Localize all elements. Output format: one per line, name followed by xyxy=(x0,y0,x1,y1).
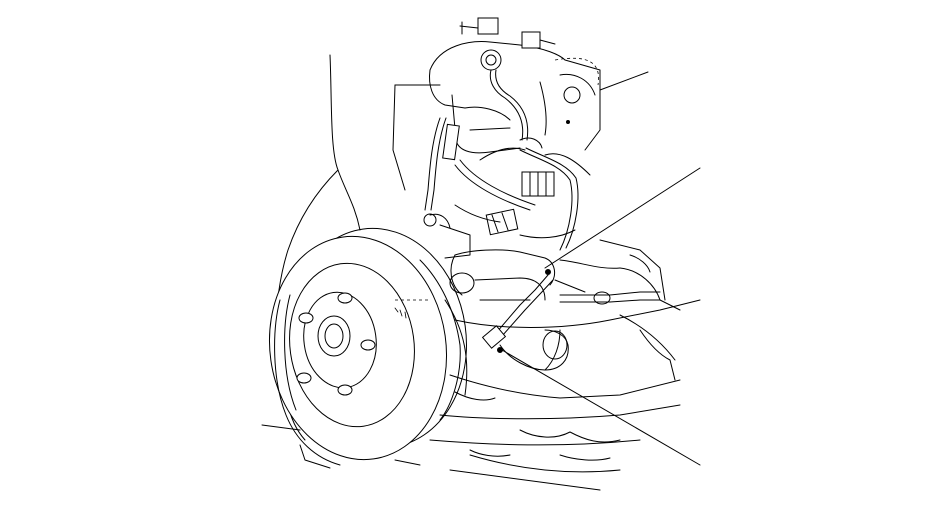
grommet xyxy=(481,50,501,70)
mount-stud-dot xyxy=(567,121,570,124)
sensor-head xyxy=(483,326,506,348)
wheel-studs xyxy=(297,293,375,395)
callout-leader-2 xyxy=(545,168,700,268)
steering-knuckle xyxy=(450,240,680,310)
wheel-stud xyxy=(361,340,375,350)
callout-leader-3 xyxy=(502,350,700,465)
wheel-stud xyxy=(338,293,352,303)
wheel-stud xyxy=(299,313,313,323)
rotor-inner-ring xyxy=(279,255,425,435)
callout-leaders xyxy=(502,72,700,465)
wheel-speed-sensor xyxy=(483,270,585,353)
wheel-stud xyxy=(297,373,311,383)
mount-bolt-hole xyxy=(564,87,580,103)
harness-connector-lower xyxy=(486,209,518,234)
hub-cap xyxy=(318,316,350,356)
connector-block-right xyxy=(522,32,540,48)
abs-connector-cluster xyxy=(424,172,575,258)
brake-hose-and-harness xyxy=(425,118,590,250)
sensor-clip xyxy=(546,270,551,275)
wheel-stud xyxy=(338,385,352,395)
connector-block-left xyxy=(478,18,498,34)
brake-rotor-assembly xyxy=(255,217,495,471)
callout-leader-1 xyxy=(600,72,648,90)
underbody-detail xyxy=(470,330,675,460)
ball-joint xyxy=(450,273,474,293)
tie-rod-and-control-arm xyxy=(430,292,700,490)
hose-bracket xyxy=(443,124,460,159)
rotor-face xyxy=(255,225,460,471)
upper-harness-connectors xyxy=(460,18,555,140)
